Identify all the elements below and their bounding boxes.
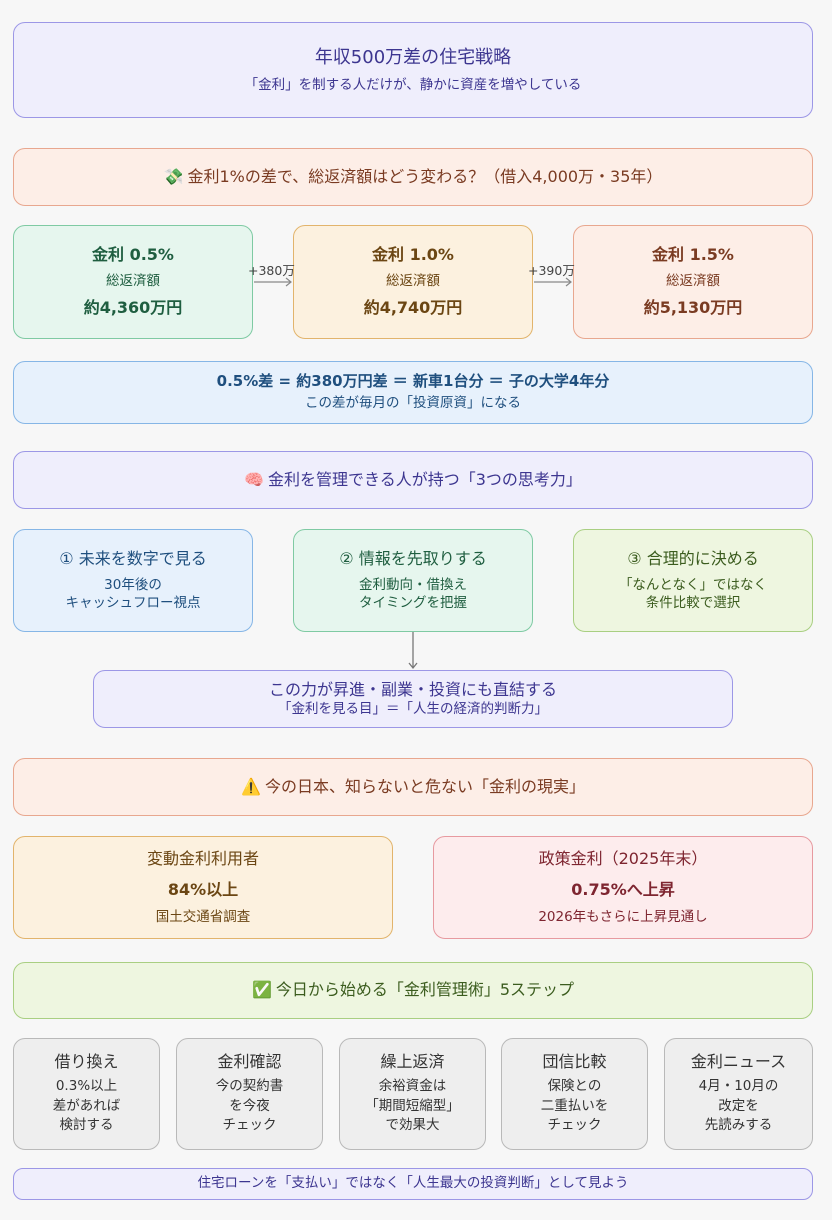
fact-label: 変動金利利用者 — [146, 848, 259, 868]
rate-caption: 総返済額 — [106, 273, 160, 290]
section-title: 今の日本、知らないと危ない「金利の現実」 — [264, 776, 585, 796]
fact-value: 84%以上 — [167, 879, 239, 899]
summary-main: 0.5%差 = 約380万円差 ＝ 新車1台分 ＝ 子の大学4年分 — [216, 371, 610, 390]
page-subtitle: 「金利」を制する人だけが、静かに資産を増やしている — [244, 76, 582, 93]
rate-card-1-0: 金利 1.0% 総返済額 約4,740万円 — [293, 225, 533, 339]
skill-card-future: ① 未来を数字で見る 30年後の キャッシュフロー視点 — [13, 529, 253, 632]
rate-diff-label: +390万 — [528, 263, 575, 278]
skill-title: ① 未来を数字で見る — [59, 548, 207, 568]
section-title: 今日から始める「金利管理術」5ステップ — [275, 980, 575, 1000]
step-title: 団信比較 — [542, 1052, 607, 1072]
step-desc: 今の契約書 を今夜 チェック — [215, 1078, 284, 1134]
footer-text: 住宅ローンを「支払い」ではなく「人生最大の投資判断」として見よう — [197, 1175, 629, 1192]
step-desc: 余裕資金は 「期間短縮型」 で効果大 — [365, 1078, 460, 1134]
check-mark-icon: ✅ — [251, 980, 272, 1000]
rate-total: 約4,740万円 — [363, 297, 463, 317]
section-title: 金利を管理できる人が持つ「3つの思考力」 — [268, 469, 582, 489]
skill-title: ② 情報を先取りする — [339, 548, 487, 568]
step-card-refinance: 借り換え 0.3%以上 差があれば 検討する — [13, 1038, 160, 1150]
step-title: 繰上返済 — [380, 1052, 445, 1072]
rate-card-0-5: 金利 0.5% 総返済額 約4,360万円 — [13, 225, 253, 339]
brain-icon: 🧠 — [244, 469, 265, 489]
step-title: 金利確認 — [217, 1052, 282, 1072]
skill-card-info: ② 情報を先取りする 金利動向・借換え タイミングを把握 — [293, 529, 533, 632]
rate-caption: 総返済額 — [386, 273, 440, 290]
footer-note: 住宅ローンを「支払い」ではなく「人生最大の投資判断」として見よう — [13, 1168, 813, 1200]
fact-label: 政策金利（2025年末） — [538, 848, 708, 868]
fact-card-variable-rate: 変動金利利用者 84%以上 国土交通省調査 — [13, 836, 393, 939]
fact-note: 2026年もさらに上昇見通し — [538, 908, 708, 925]
header-card: 年収500万差の住宅戦略 「金利」を制する人だけが、静かに資産を増やしている — [13, 22, 813, 118]
page-title: 年収500万差の住宅戦略 — [314, 46, 512, 68]
step-card-news: 金利ニュース 4月・10月の 改定を 先読みする — [664, 1038, 813, 1150]
skill-desc: 30年後の キャッシュフロー視点 — [65, 577, 201, 611]
step-desc: 4月・10月の 改定を 先読みする — [698, 1078, 779, 1134]
section-thinking-skills: 🧠 金利を管理できる人が持つ「3つの思考力」 — [13, 451, 813, 509]
summary-card: 0.5%差 = 約380万円差 ＝ 新車1台分 ＝ 子の大学4年分 この差が毎月… — [13, 361, 813, 424]
warning-icon: ⚠️ — [241, 776, 261, 796]
rate-caption: 総返済額 — [666, 273, 720, 290]
step-title: 金利ニュース — [690, 1052, 787, 1072]
rate-total: 約4,360万円 — [83, 297, 183, 317]
arrow-down-icon — [408, 632, 418, 670]
summary-sub: この差が毎月の「投資原資」になる — [305, 395, 521, 412]
step-card-prepayment: 繰上返済 余裕資金は 「期間短縮型」 で効果大 — [339, 1038, 486, 1150]
result-card: この力が昇進・副業・投資にも直結する 「金利を見る目」＝「人生の経済的判断力」 — [93, 670, 733, 728]
skill-card-rational: ③ 合理的に決める 「なんとなく」ではなく 条件比較で選択 — [573, 529, 813, 632]
rate-label: 金利 0.5% — [92, 245, 174, 265]
section-title: 金利1%の差で、総返済額はどう変わる？（借入4,000万・35年） — [187, 166, 663, 186]
rate-total: 約5,130万円 — [643, 297, 743, 317]
rate-card-1-5: 金利 1.5% 総返済額 約5,130万円 — [573, 225, 813, 339]
fact-value: 0.75%へ上昇 — [571, 879, 675, 899]
step-title: 借り換え — [54, 1052, 119, 1072]
skill-desc: 「なんとなく」ではなく 条件比較で選択 — [618, 577, 768, 611]
money-with-wings-icon: 💸 — [163, 166, 184, 186]
fact-card-policy-rate: 政策金利（2025年末） 0.75%へ上昇 2026年もさらに上昇見通し — [433, 836, 813, 939]
rate-label: 金利 1.0% — [372, 245, 454, 265]
section-five-steps: ✅ 今日から始める「金利管理術」5ステップ — [13, 962, 813, 1019]
step-desc: 0.3%以上 差があれば 検討する — [52, 1078, 121, 1134]
skill-title: ③ 合理的に決める — [627, 548, 759, 568]
rate-diff-label: +380万 — [248, 263, 295, 278]
fact-note: 国土交通省調査 — [155, 908, 251, 925]
result-main: この力が昇進・副業・投資にも直結する — [268, 679, 557, 699]
skill-desc: 金利動向・借換え タイミングを把握 — [359, 577, 467, 611]
result-sub: 「金利を見る目」＝「人生の経済的判断力」 — [278, 700, 548, 717]
rate-label: 金利 1.5% — [652, 245, 734, 265]
step-card-insurance: 団信比較 保険との 二重払いを チェック — [501, 1038, 648, 1150]
step-desc: 保険との 二重払いを チェック — [540, 1078, 609, 1134]
arrow-right-icon — [534, 277, 572, 287]
step-card-check-rate: 金利確認 今の契約書 を今夜 チェック — [176, 1038, 323, 1150]
section-interest-diff: 💸 金利1%の差で、総返済額はどう変わる？（借入4,000万・35年） — [13, 148, 813, 206]
section-interest-reality: ⚠️ 今の日本、知らないと危ない「金利の現実」 — [13, 758, 813, 816]
arrow-right-icon — [254, 277, 292, 287]
